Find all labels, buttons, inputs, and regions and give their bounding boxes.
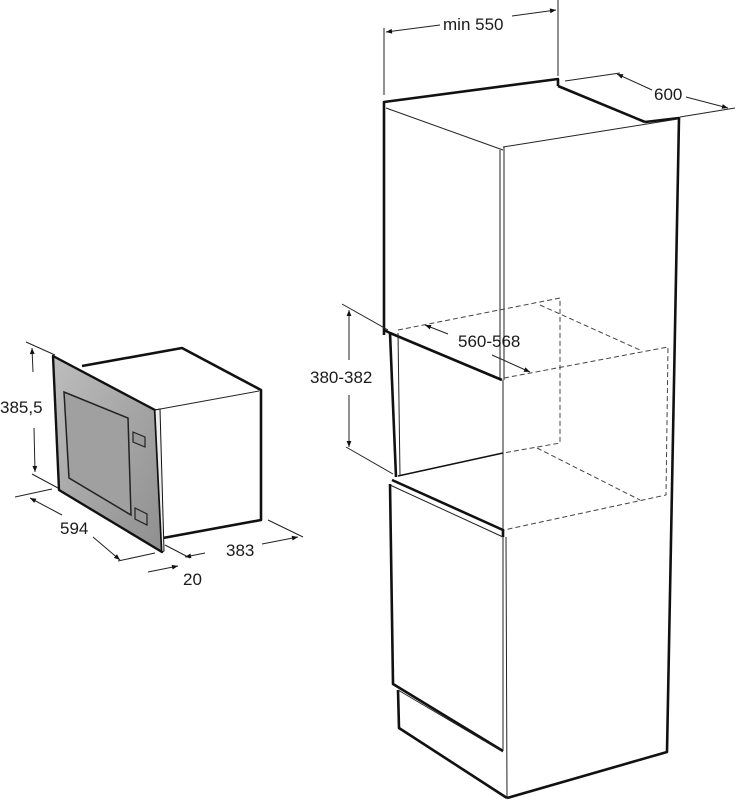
dimension-appliance-height: 385,5 bbox=[0, 341, 59, 489]
control-button-bottom bbox=[134, 507, 148, 526]
label-front-panel-thickness: 20 bbox=[183, 570, 202, 589]
label-niche-height: 380-382 bbox=[310, 368, 372, 387]
dimension-cabinet-width: min 550 bbox=[383, 0, 559, 95]
tall-cabinet bbox=[382, 77, 681, 800]
dimension-front-panel-thickness: 20 bbox=[147, 564, 202, 589]
dimension-appliance-depth: 383 bbox=[164, 519, 304, 560]
built-in-microwave bbox=[51, 346, 263, 554]
cabinet-top bbox=[384, 81, 678, 147]
label-niche-depth: 560-568 bbox=[458, 332, 520, 351]
label-appliance-height: 385,5 bbox=[0, 398, 43, 417]
door-window bbox=[63, 390, 132, 517]
label-cabinet-width: min 550 bbox=[443, 15, 503, 34]
dimension-cabinet-depth: 600 bbox=[564, 72, 736, 118]
label-appliance-width: 594 bbox=[60, 519, 88, 538]
control-button-top bbox=[132, 431, 146, 448]
dimension-niche-height: 380-382 bbox=[310, 303, 394, 475]
label-appliance-depth: 383 bbox=[226, 541, 254, 560]
label-cabinet-depth: 600 bbox=[654, 85, 682, 104]
dimension-niche-depth: 560-568 bbox=[424, 324, 531, 373]
dimension-appliance-width: 594 bbox=[14, 488, 156, 562]
